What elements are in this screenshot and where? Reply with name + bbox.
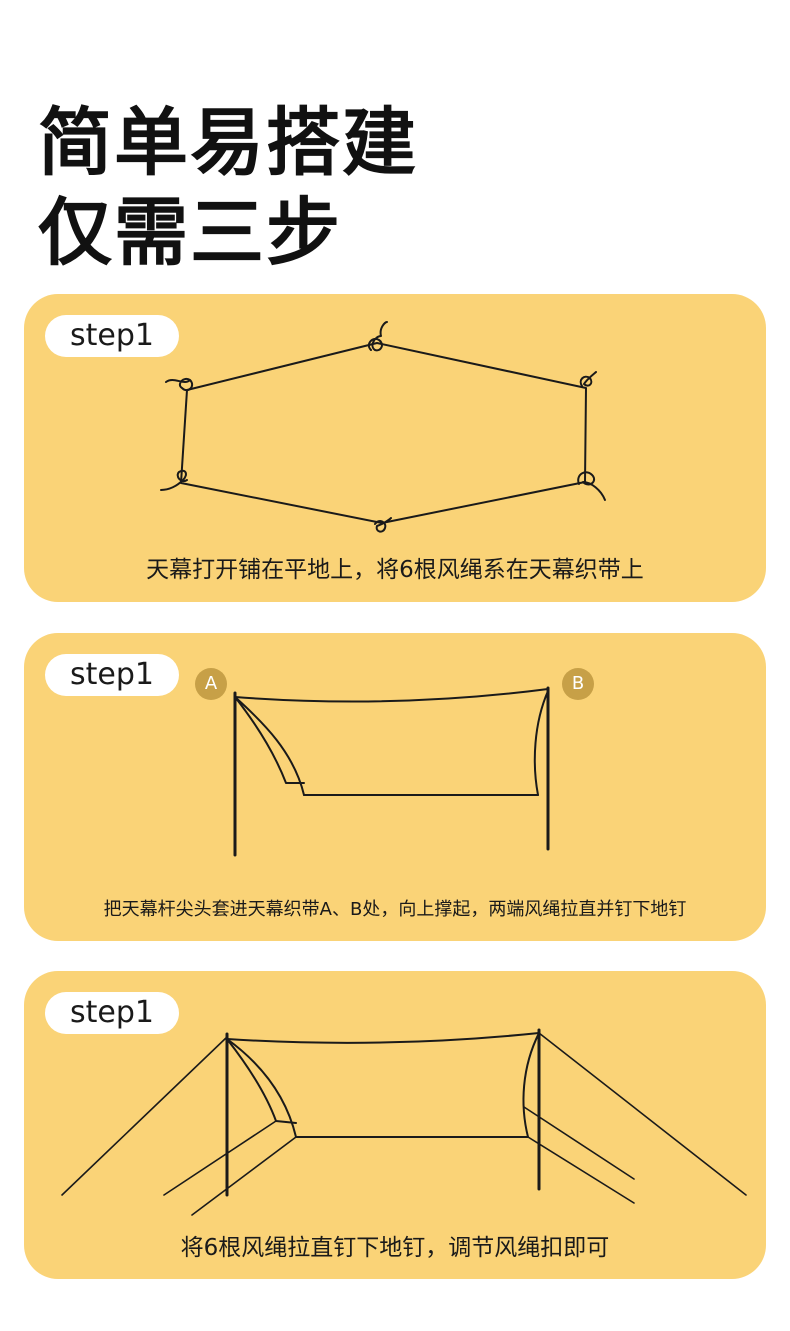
- knot-top: [367, 321, 388, 352]
- guy-line-left-1: [61, 1036, 228, 1196]
- step-caption-3: 将6根风绳拉直钉下地钉，调节风绳扣即可: [180, 1235, 610, 1261]
- knot-right-top: [579, 371, 597, 387]
- step-card-2: step1 A B 把天幕杆尖头套进天幕织带A、B处，向上撑起，两端风绳拉直并钉…: [24, 633, 766, 941]
- knot-bottom: [374, 517, 392, 533]
- page-headline: 简单易搭建 仅需三步: [38, 98, 418, 278]
- step-card-3: step1 将6根风绳拉直钉下地钉，调节风绳扣即可: [24, 971, 766, 1279]
- step-caption-2: 把天幕杆尖头套进天幕织带A、B处，向上撑起，两端风绳拉直并钉下地钉: [103, 899, 687, 920]
- guy-line-right-3: [527, 1136, 635, 1204]
- pitched-tarp-illustration: [61, 1028, 747, 1216]
- tarp-right-fold: [522, 1032, 540, 1138]
- knot-right-bottom: [577, 471, 606, 501]
- tarp-outline: [180, 342, 587, 524]
- guy-line-left-2: [163, 1120, 277, 1196]
- flat-tarp-illustration: [160, 321, 606, 533]
- knot-left-bottom: [160, 469, 188, 491]
- guy-line-right-1: [538, 1032, 747, 1196]
- guy-line-right-2: [523, 1106, 635, 1180]
- step-caption-1: 天幕打开铺在平地上，将6根风绳系在天幕织带上: [146, 557, 644, 583]
- badge-b: B: [562, 668, 594, 700]
- step-label-2: step1: [45, 654, 179, 696]
- raised-tarp-illustration: [233, 686, 550, 857]
- tarp-right-fold: [533, 690, 549, 796]
- tarp-left-fold-inner: [226, 1038, 297, 1124]
- badge-a: A: [195, 668, 227, 700]
- guy-line-left-3: [191, 1136, 297, 1216]
- tarp-left-fold-outer: [234, 696, 307, 796]
- step-label-3: step1: [45, 992, 179, 1034]
- step-card-1: step1 天幕打开铺在平地上，将6根风绳系在天幕织带上: [24, 294, 766, 602]
- headline-line-1: 简单易搭建: [38, 100, 418, 186]
- step-label-1: step1: [45, 315, 179, 357]
- tarp-left-fold-inner: [234, 696, 305, 784]
- tarp-top-edge: [226, 1032, 540, 1044]
- knot-left-top: [165, 378, 194, 392]
- headline-line-2: 仅需三步: [38, 190, 342, 276]
- tarp-top-edge: [234, 688, 549, 703]
